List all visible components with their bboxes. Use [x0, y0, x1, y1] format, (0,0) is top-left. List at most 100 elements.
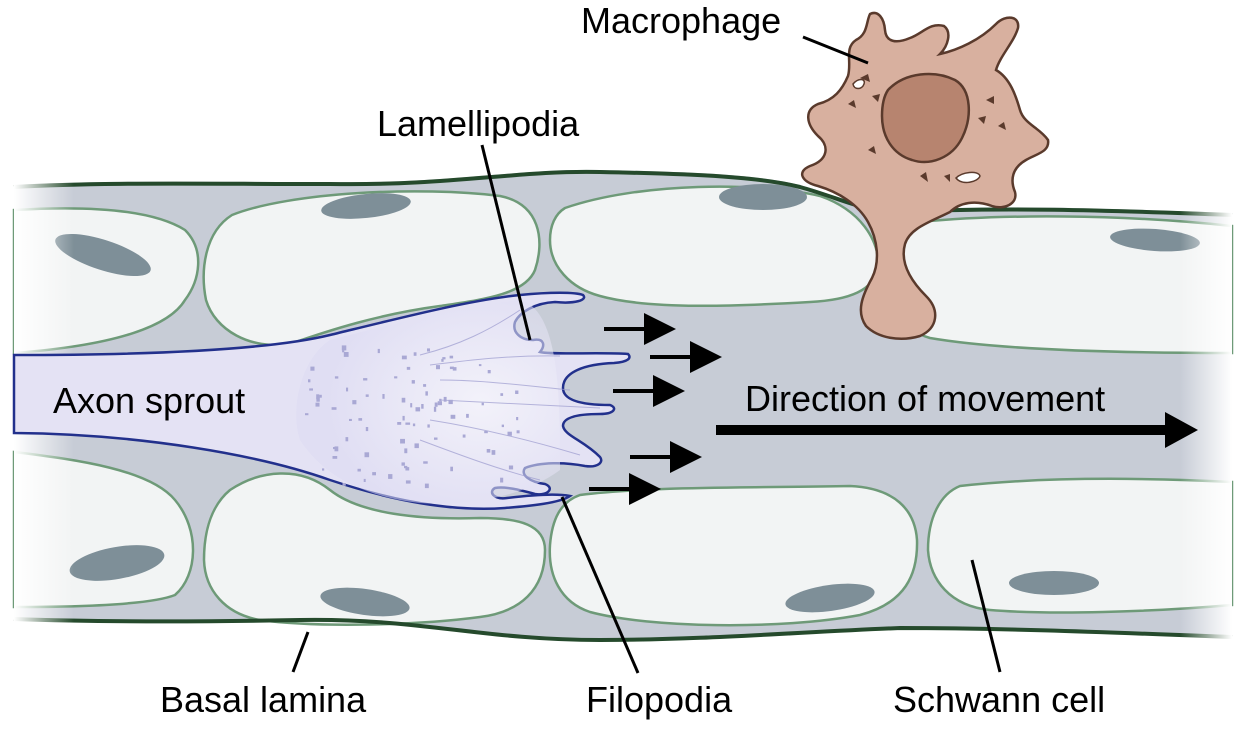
schwann-nucleus — [55, 233, 151, 277]
cytoskeleton-fibers — [419, 309, 601, 481]
vesicle-dot — [434, 402, 438, 407]
macrophage-vacuole — [955, 171, 981, 184]
vesicle-dot — [436, 365, 440, 370]
vesicle-dot — [402, 415, 405, 421]
schwann-nucleus — [69, 545, 165, 581]
vesicle-dot — [382, 394, 385, 399]
vesicle-dot — [414, 443, 419, 449]
vesicle-dot — [413, 352, 417, 356]
vesicle-dot — [486, 449, 491, 453]
label-macrophage: Macrophage — [581, 0, 781, 41]
vesicle-dot — [412, 423, 416, 427]
vesicle-dot — [448, 399, 453, 405]
label-filopodia: Filopodia — [586, 679, 733, 720]
vesicle-dot — [316, 396, 320, 402]
vesicle-dot — [357, 468, 361, 472]
axon-sprout — [12, 291, 631, 511]
vesicle-dot — [487, 370, 491, 374]
vesicle-dot — [365, 427, 369, 432]
vesicle-dot — [363, 378, 368, 381]
schwann-cell — [202, 472, 547, 626]
vesicle-dot — [315, 402, 320, 407]
schwann-nucleus — [320, 587, 410, 617]
vesicle-dot — [439, 398, 442, 402]
vesicle-dot — [515, 390, 519, 394]
schwann-nucleus — [321, 193, 411, 219]
vesicle-dot — [401, 355, 407, 360]
right-fade — [1180, 200, 1232, 640]
vesicle-dot — [484, 431, 488, 434]
vesicle-dot — [423, 384, 427, 387]
vesicle-dot — [345, 437, 349, 442]
basal-lamina-upper — [13, 169, 1233, 217]
vesicle-dot — [491, 450, 496, 455]
vesicle-dot — [450, 466, 453, 472]
schwann-nucleus — [1110, 228, 1200, 252]
schwann-nucleus — [1009, 571, 1099, 595]
schwann-nucleus — [785, 583, 875, 613]
schwann-cell — [548, 185, 880, 308]
vesicle-dot — [441, 358, 444, 362]
vesicle-dot — [516, 417, 519, 421]
vesicle-dot — [346, 387, 349, 392]
vesicle-dot — [405, 467, 410, 471]
vesicle-dot — [405, 480, 411, 484]
vesicle-dot — [500, 477, 504, 483]
vesicle-dot — [334, 376, 339, 379]
macrophage-granules — [848, 74, 1006, 182]
vesicle-dot — [363, 478, 366, 482]
vesicle-dot — [437, 401, 442, 406]
vesicle-dot — [466, 413, 469, 418]
vesicle-dot — [452, 367, 457, 371]
vesicle-dot — [500, 393, 504, 396]
macrophage-vacuole — [852, 78, 866, 90]
vesicle-dot — [342, 350, 345, 353]
vesicle-dot — [332, 456, 338, 459]
leader-schwann-cell — [970, 559, 1002, 673]
schwann-cell — [202, 190, 541, 347]
vesicle-dot — [397, 422, 402, 425]
vesicle-dot — [421, 404, 424, 409]
vesicle-dot — [349, 418, 352, 421]
basal-lamina-lower — [13, 617, 1233, 643]
vesicle-dot — [478, 364, 482, 367]
vesicle-dot — [404, 448, 408, 454]
vesicle-dot — [322, 468, 325, 471]
vesicle-dot — [423, 461, 428, 464]
vesicle-dot — [305, 413, 309, 416]
vesicle-dot — [433, 406, 437, 412]
leader-basal-lamina — [291, 631, 310, 673]
direction-arrowhead — [1165, 412, 1198, 448]
vesicle-dot — [352, 400, 357, 405]
leader-lines — [291, 35, 1002, 674]
schwann-nucleus — [719, 184, 807, 210]
vesicle-dot — [343, 352, 349, 357]
vesicle-dot — [406, 366, 411, 370]
vesicle-dot — [405, 422, 411, 425]
vesicle-dot — [401, 397, 406, 403]
vesicle-dot — [507, 431, 512, 436]
vesicle-dot — [411, 380, 415, 384]
vesicle-dot — [394, 376, 398, 379]
label-schwann-cell: Schwann cell — [893, 679, 1105, 720]
vesicle-dot — [388, 474, 393, 479]
vesicle-dot — [358, 418, 363, 421]
vesicle-dot — [410, 403, 413, 408]
vesicle-dot — [377, 348, 380, 354]
vesicle-dot — [415, 407, 421, 412]
axon-vesicles — [305, 345, 520, 489]
vesicle-dot — [404, 465, 408, 469]
schwann-cell — [926, 477, 1234, 614]
vesicle-dot — [462, 434, 466, 438]
vesicle-dot — [501, 424, 504, 428]
vesicle-dot — [331, 407, 337, 410]
vesicle-dot — [319, 394, 322, 398]
vesicle-dot — [316, 394, 320, 400]
vesicle-dot — [443, 396, 447, 402]
vesicle-dot — [341, 345, 347, 351]
vesicle-dot — [449, 366, 454, 370]
vesicle-dot — [309, 388, 313, 391]
vesicle-dot — [450, 414, 456, 419]
leader-lamellipodia — [480, 144, 532, 341]
